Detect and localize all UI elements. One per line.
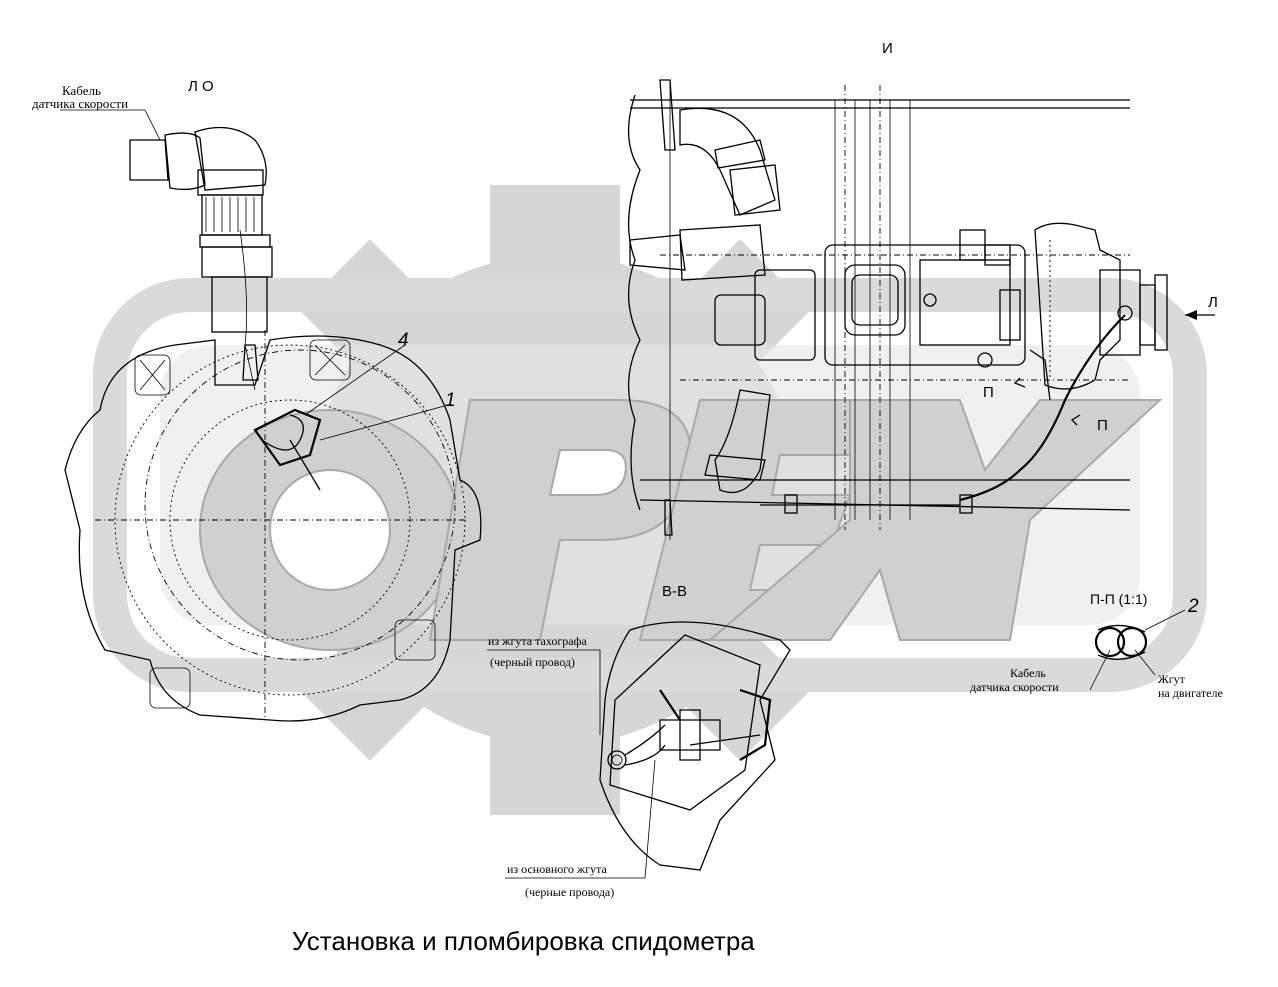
view-label-i: И	[882, 40, 893, 57]
section-label-bb: В-В	[662, 583, 687, 600]
cable-label-left-line2: датчика скорости	[32, 96, 128, 111]
arrow-label-l: Л	[1208, 294, 1218, 311]
tacho-label-line1: из жгута тахографа	[488, 634, 587, 648]
tacho-label-line2: (черный провод)	[490, 655, 575, 669]
cable-label-pp-line2: датчика скорости	[970, 680, 1059, 694]
main-harness-label-line2: (черные провода)	[525, 885, 614, 899]
harness-label-pp-line1: Жгут	[1158, 672, 1186, 686]
cable-label-left-line1: Кабель	[62, 83, 101, 98]
top-view	[627, 79, 1215, 540]
left-view	[60, 109, 482, 722]
section-pp	[1089, 609, 1186, 691]
harness-label-pp-line2: на двигателе	[1158, 686, 1223, 700]
callout-4: 4	[398, 330, 409, 351]
callout-1: 1	[445, 390, 456, 411]
view-label-lo: Л О	[188, 78, 214, 95]
section-bb	[487, 621, 791, 879]
main-harness-label-line1: из основного жгута	[507, 862, 608, 876]
watermark-band	[93, 278, 1207, 692]
section-label-pp: П-П (1:1)	[1090, 591, 1147, 607]
section-marker-p1: П	[983, 384, 994, 401]
callout-2: 2	[1187, 596, 1199, 617]
cable-label-pp-line1: Кабель	[1010, 666, 1046, 680]
drawing-title: Установка и пломбировка спидометра	[292, 926, 755, 956]
section-marker-p2: П	[1097, 417, 1108, 434]
